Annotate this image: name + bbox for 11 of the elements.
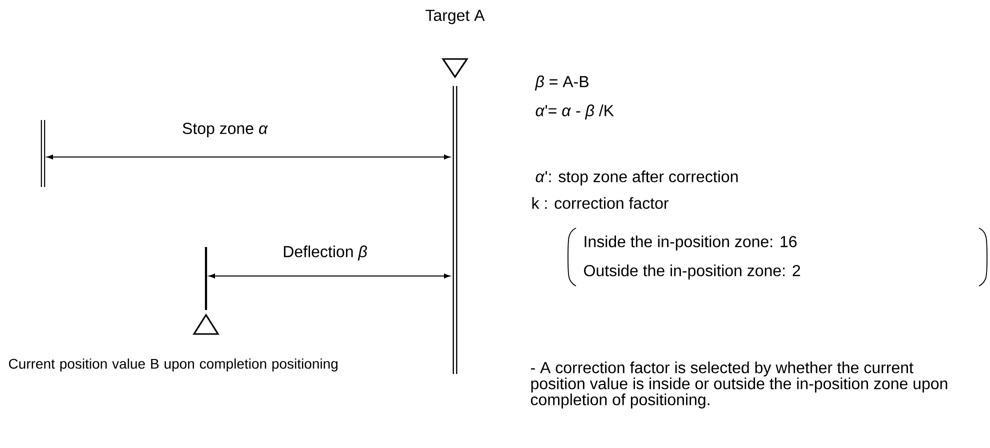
note-text: - A correction factor is selected by whether the current position value is inside or outside the in-position zone upon completion of positioning. (530, 362, 948, 408)
label-text: α': stop zone after correction (536, 170, 738, 186)
label-text: k : correction factor (532, 197, 669, 209)
label-text: Target A (426, 10, 485, 24)
formula-text: α'= α - β /K (536, 104, 614, 120)
label-text: Inside the in-position zone: 16 (584, 236, 797, 250)
label-text: Deflection β (284, 246, 367, 260)
formula-text: β = A-B (534, 76, 588, 90)
label-text: Outside the in-position zone: 2 (584, 264, 800, 280)
label-text: Stop zone α (182, 122, 268, 138)
label-text: Current position value B upon completion positioning (8, 358, 338, 372)
